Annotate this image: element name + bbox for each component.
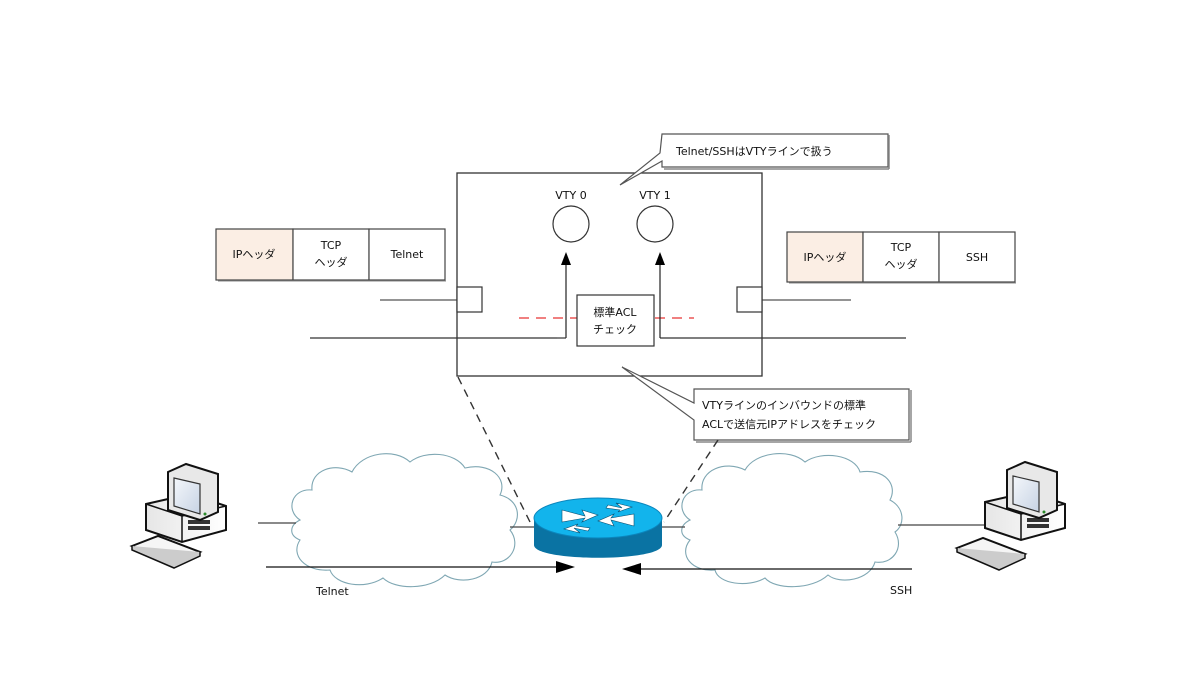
telnet-arrowhead-icon (561, 252, 571, 265)
packet-left: IPヘッダ TCP ヘッダ Telnet (215, 228, 446, 282)
callout-top-text: Telnet/SSHはVTYラインで扱う (675, 144, 833, 158)
packet-right-payload-label: SSH (966, 251, 988, 264)
vty0-label: VTY 0 (555, 189, 586, 202)
packet-left-tcp-header (292, 228, 370, 281)
callout-bottom: VTYラインのインバウンドの標準 ACLで送信元IPアドレスをチェック (621, 366, 912, 443)
right-pc-icon (954, 460, 1066, 571)
acl-check-label-line2: チェック (593, 323, 637, 336)
callout-bottom-text-line1: VTYラインのインバウンドの標準 (702, 398, 866, 412)
telnet-flow-arrowhead-icon (556, 561, 575, 573)
packet-left-ip-header-label: IPヘッダ (233, 247, 276, 261)
ssh-flow-label: SSH (890, 584, 912, 597)
packet-right: IPヘッダ TCP ヘッダ SSH (786, 231, 1016, 284)
left-interface-port (456, 286, 483, 313)
packet-left-payload-label: Telnet (390, 248, 424, 261)
router-icon (533, 497, 663, 558)
right-network-cloud (681, 453, 903, 588)
zoom-projection-right (663, 439, 719, 523)
left-network-cloud (291, 453, 518, 588)
packet-right-ip-header-label: IPヘッダ (804, 250, 847, 264)
packet-right-tcp-header (862, 231, 940, 283)
acl-check-label-line1: 標準ACL (593, 305, 637, 319)
vty1-label: VTY 1 (639, 189, 670, 202)
telnet-flow-label: Telnet (315, 585, 349, 598)
packet-left-tcp-label-line1: TCP (320, 239, 342, 252)
ssh-arrowhead-icon (655, 252, 665, 265)
packet-left-ip-header (215, 228, 294, 281)
left-pc-icon (129, 462, 227, 569)
packet-left-payload (368, 228, 446, 281)
callout-bottom-text-line2: ACLで送信元IPアドレスをチェック (702, 417, 876, 431)
callout-top: Telnet/SSHはVTYラインで扱う (619, 133, 890, 186)
acl-check-box (576, 294, 655, 347)
ssh-flow-arrowhead-icon (622, 563, 641, 575)
vty0-circle (552, 205, 590, 243)
vty1-circle (636, 205, 674, 243)
packet-right-tcp-label-line1: TCP (890, 241, 912, 254)
packet-left-tcp-label-line2: ヘッダ (315, 255, 348, 269)
packet-right-payload (938, 231, 1016, 283)
packet-right-tcp-label-line2: ヘッダ (885, 257, 918, 271)
right-interface-port (736, 286, 763, 313)
